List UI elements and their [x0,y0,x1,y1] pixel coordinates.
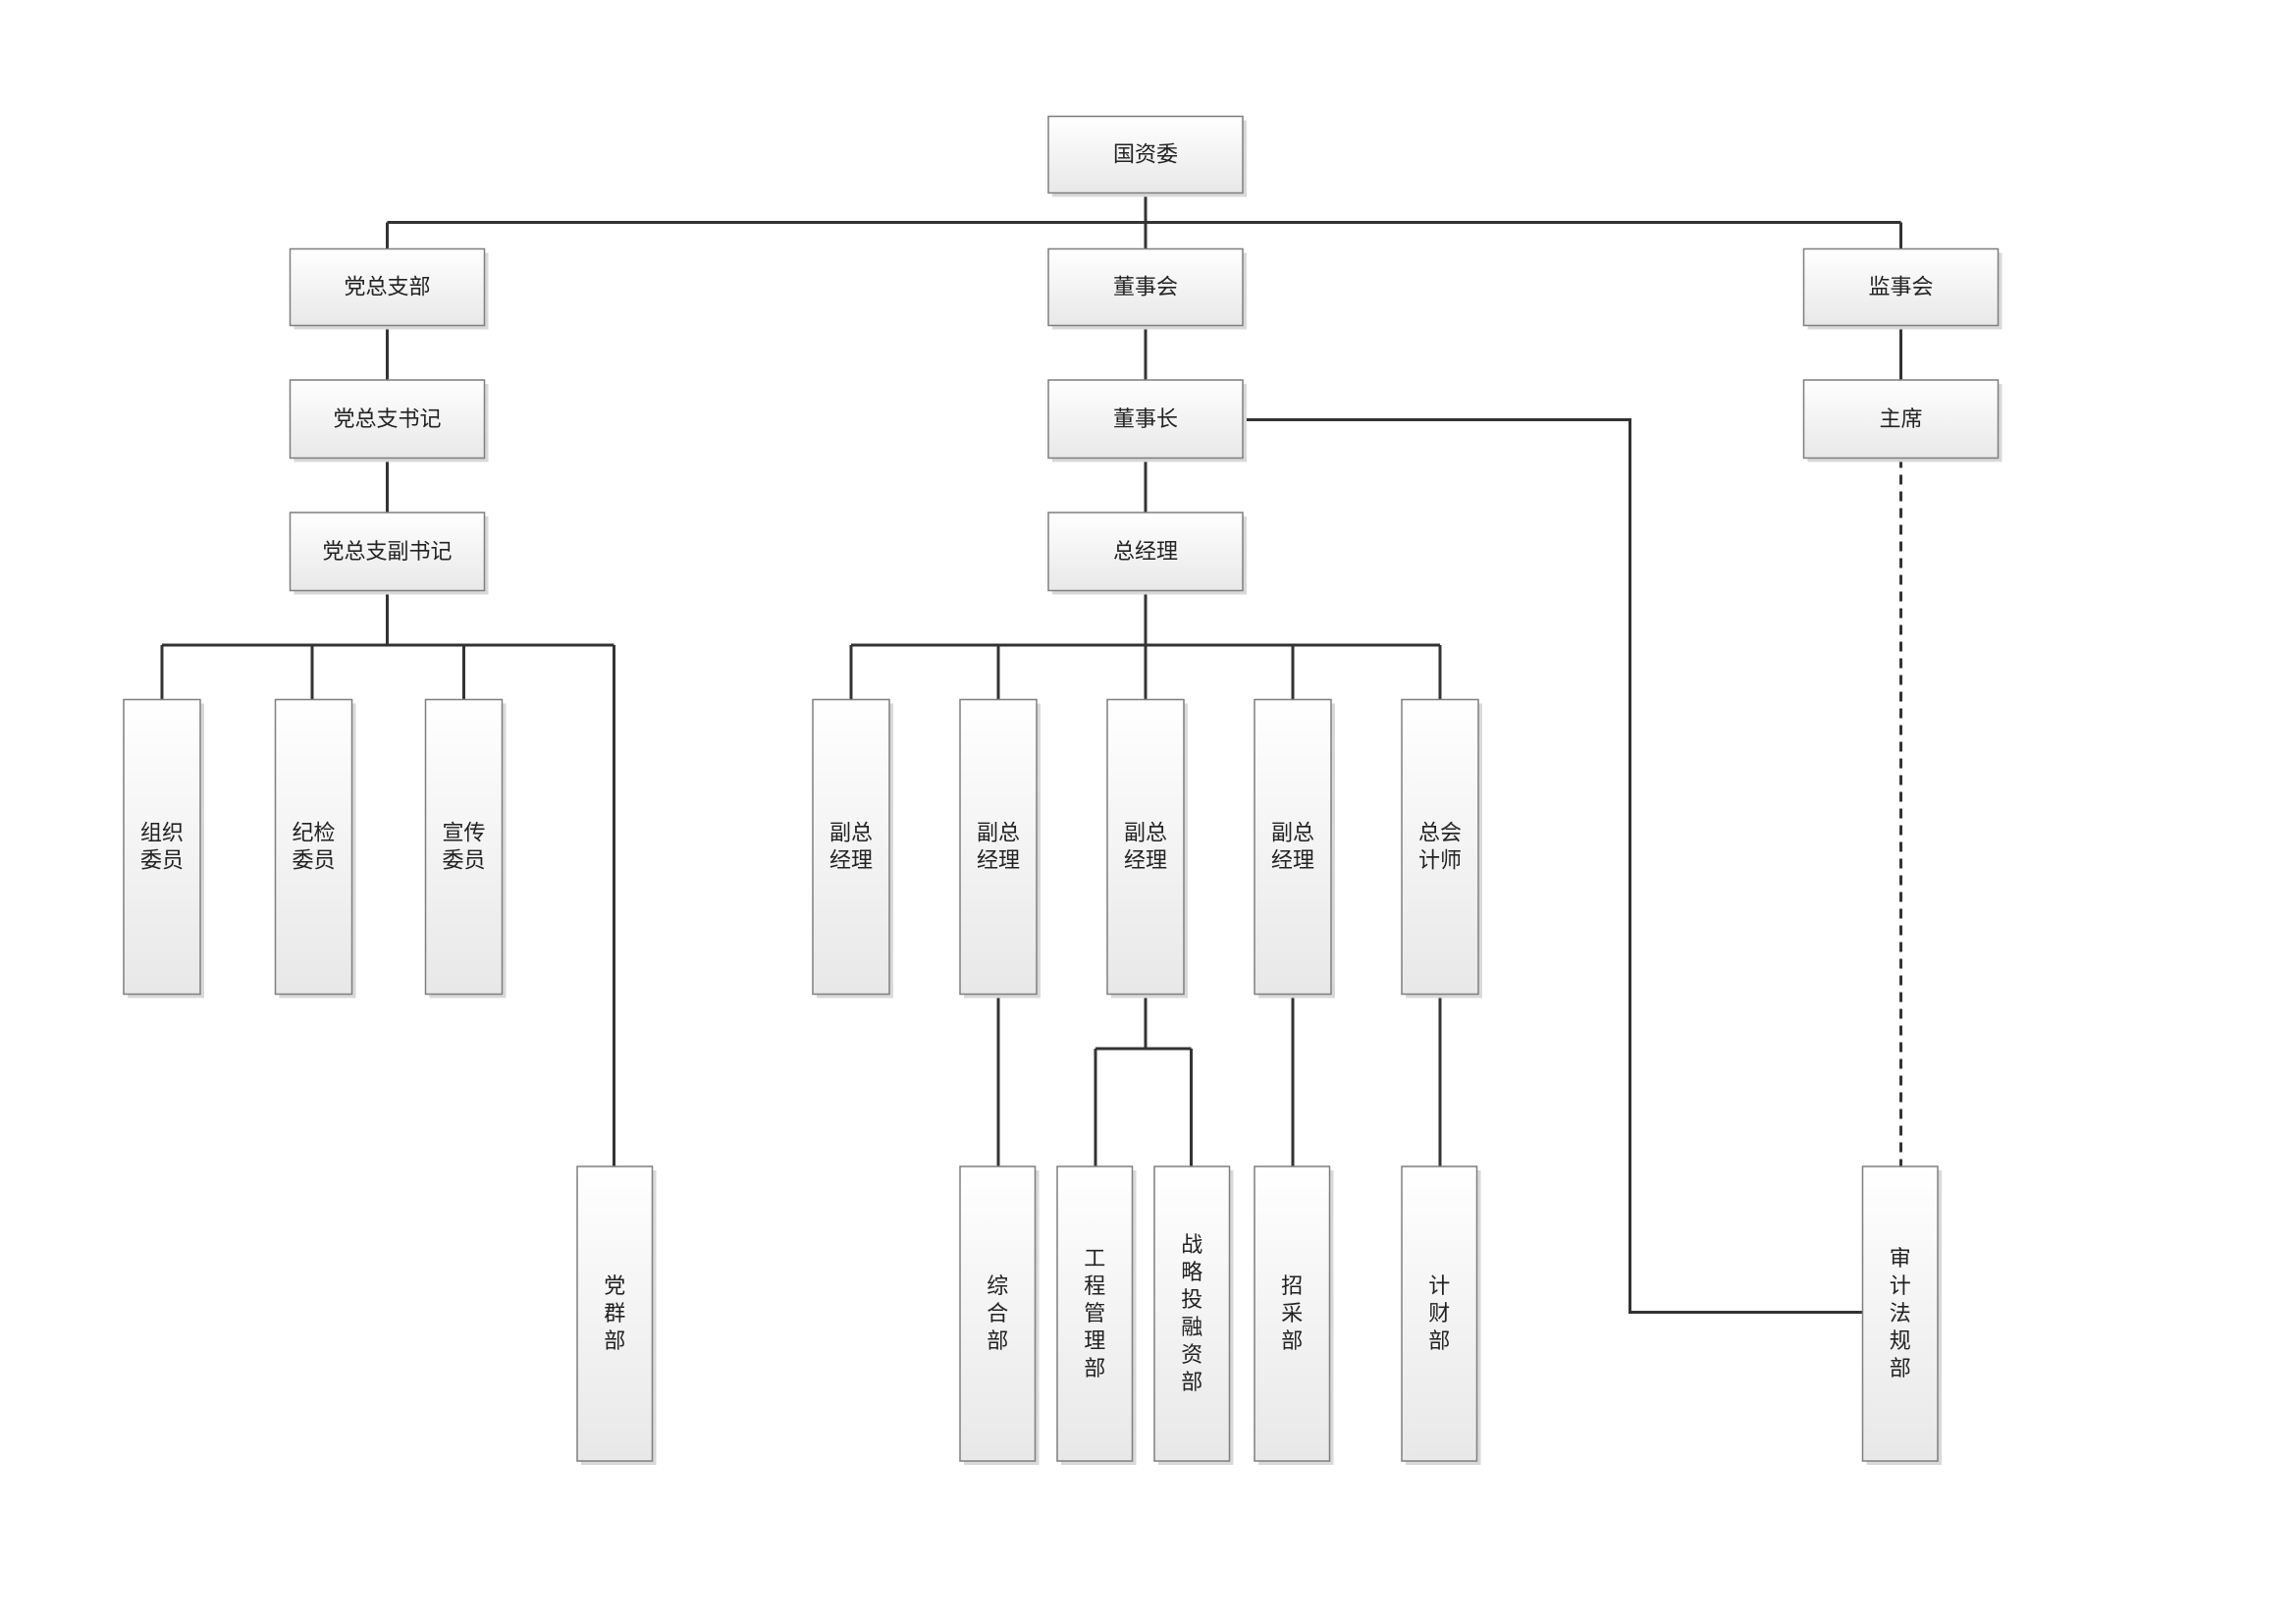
node-label: 监事会 [1868,276,1933,300]
node-label: 副总经理 [829,822,873,874]
node-box [959,1165,1037,1462]
node-label: 副总经理 [1124,822,1167,874]
node-label: 招采部 [1281,1274,1303,1354]
node-box [1401,1165,1478,1462]
node-chairman: 董事长 [1047,379,1247,462]
node-strategy-dept: 战略投融资部 [1153,1165,1234,1465]
node-label: 国资委 [1113,143,1178,168]
node-label: 总经理 [1113,540,1178,565]
node-party-secretary: 党总支书记 [289,379,489,462]
node-finance-dept: 计财部 [1401,1165,1481,1465]
node-box [424,698,504,996]
node-box [289,247,486,327]
node-supervisory-chair: 主席 [1802,379,2002,462]
node-deputy-gm-1: 副总经理 [812,698,893,999]
node-box [1056,1165,1134,1462]
node-deputy-gm-4: 副总经理 [1254,698,1335,999]
node-engineering-dept: 工程管理部 [1056,1165,1137,1465]
node-box [1401,698,1479,996]
node-box [289,512,486,592]
node-chief-accountant: 总会计师 [1401,698,1482,999]
node-box [1254,698,1332,996]
node-procurement-dept: 招采部 [1254,1165,1334,1465]
connector-line [1243,418,1863,1314]
node-label: 纪检委员 [292,822,335,874]
node-deputy-gm-3: 副总经理 [1106,698,1188,999]
node-general-dept: 综合部 [959,1165,1040,1465]
node-general-manager: 总经理 [1047,512,1247,595]
node-label: 副总经理 [977,822,1020,874]
node-label: 综合部 [987,1274,1008,1354]
node-box [959,698,1038,996]
node-label: 副总经理 [1271,822,1314,874]
node-box [1047,247,1244,327]
node-board: 董事会 [1047,247,1247,330]
node-box [274,698,353,996]
node-label: 计财部 [1428,1274,1450,1354]
node-sasac: 国资委 [1047,115,1247,197]
node-box [1047,379,1244,460]
node-label: 审计法规部 [1890,1247,1911,1381]
node-box [1047,512,1244,592]
node-box [1254,1165,1331,1462]
node-label: 战略投融资部 [1181,1233,1202,1395]
node-label: 组织委员 [140,822,184,874]
node-label: 党总支书记 [333,407,441,432]
node-org-committee: 组织委员 [123,698,204,999]
node-label: 党群部 [604,1274,625,1354]
node-label: 董事长 [1113,407,1178,432]
node-box [1153,1165,1231,1462]
node-box [812,698,890,996]
node-label: 总会计师 [1418,822,1462,874]
node-box [289,379,486,460]
node-party-branch: 党总支部 [289,247,489,330]
node-party-deputy-secretary: 党总支副书记 [289,512,489,595]
node-box [1802,247,2000,327]
node-box [1047,115,1244,194]
node-deputy-gm-2: 副总经理 [959,698,1041,999]
node-box [576,1165,654,1462]
node-label: 党总支部 [344,276,430,300]
node-discipline-committee: 纪检委员 [274,698,356,999]
node-supervisory-board: 监事会 [1802,247,2002,330]
node-box [1802,379,2000,460]
node-label: 宣传委员 [442,822,485,874]
node-box [123,698,201,996]
connector-lines [160,192,1902,1314]
node-label: 工程管理部 [1084,1247,1105,1381]
node-party-mass-dept: 党群部 [576,1165,657,1465]
node-publicity-committee: 宣传委员 [424,698,507,999]
node-box [1106,698,1185,996]
node-box [1861,1165,1939,1462]
node-audit-dept: 审计法规部 [1861,1165,1942,1465]
node-label: 党总支副书记 [322,540,452,565]
node-label: 主席 [1879,407,1922,432]
node-label: 董事会 [1113,276,1178,300]
